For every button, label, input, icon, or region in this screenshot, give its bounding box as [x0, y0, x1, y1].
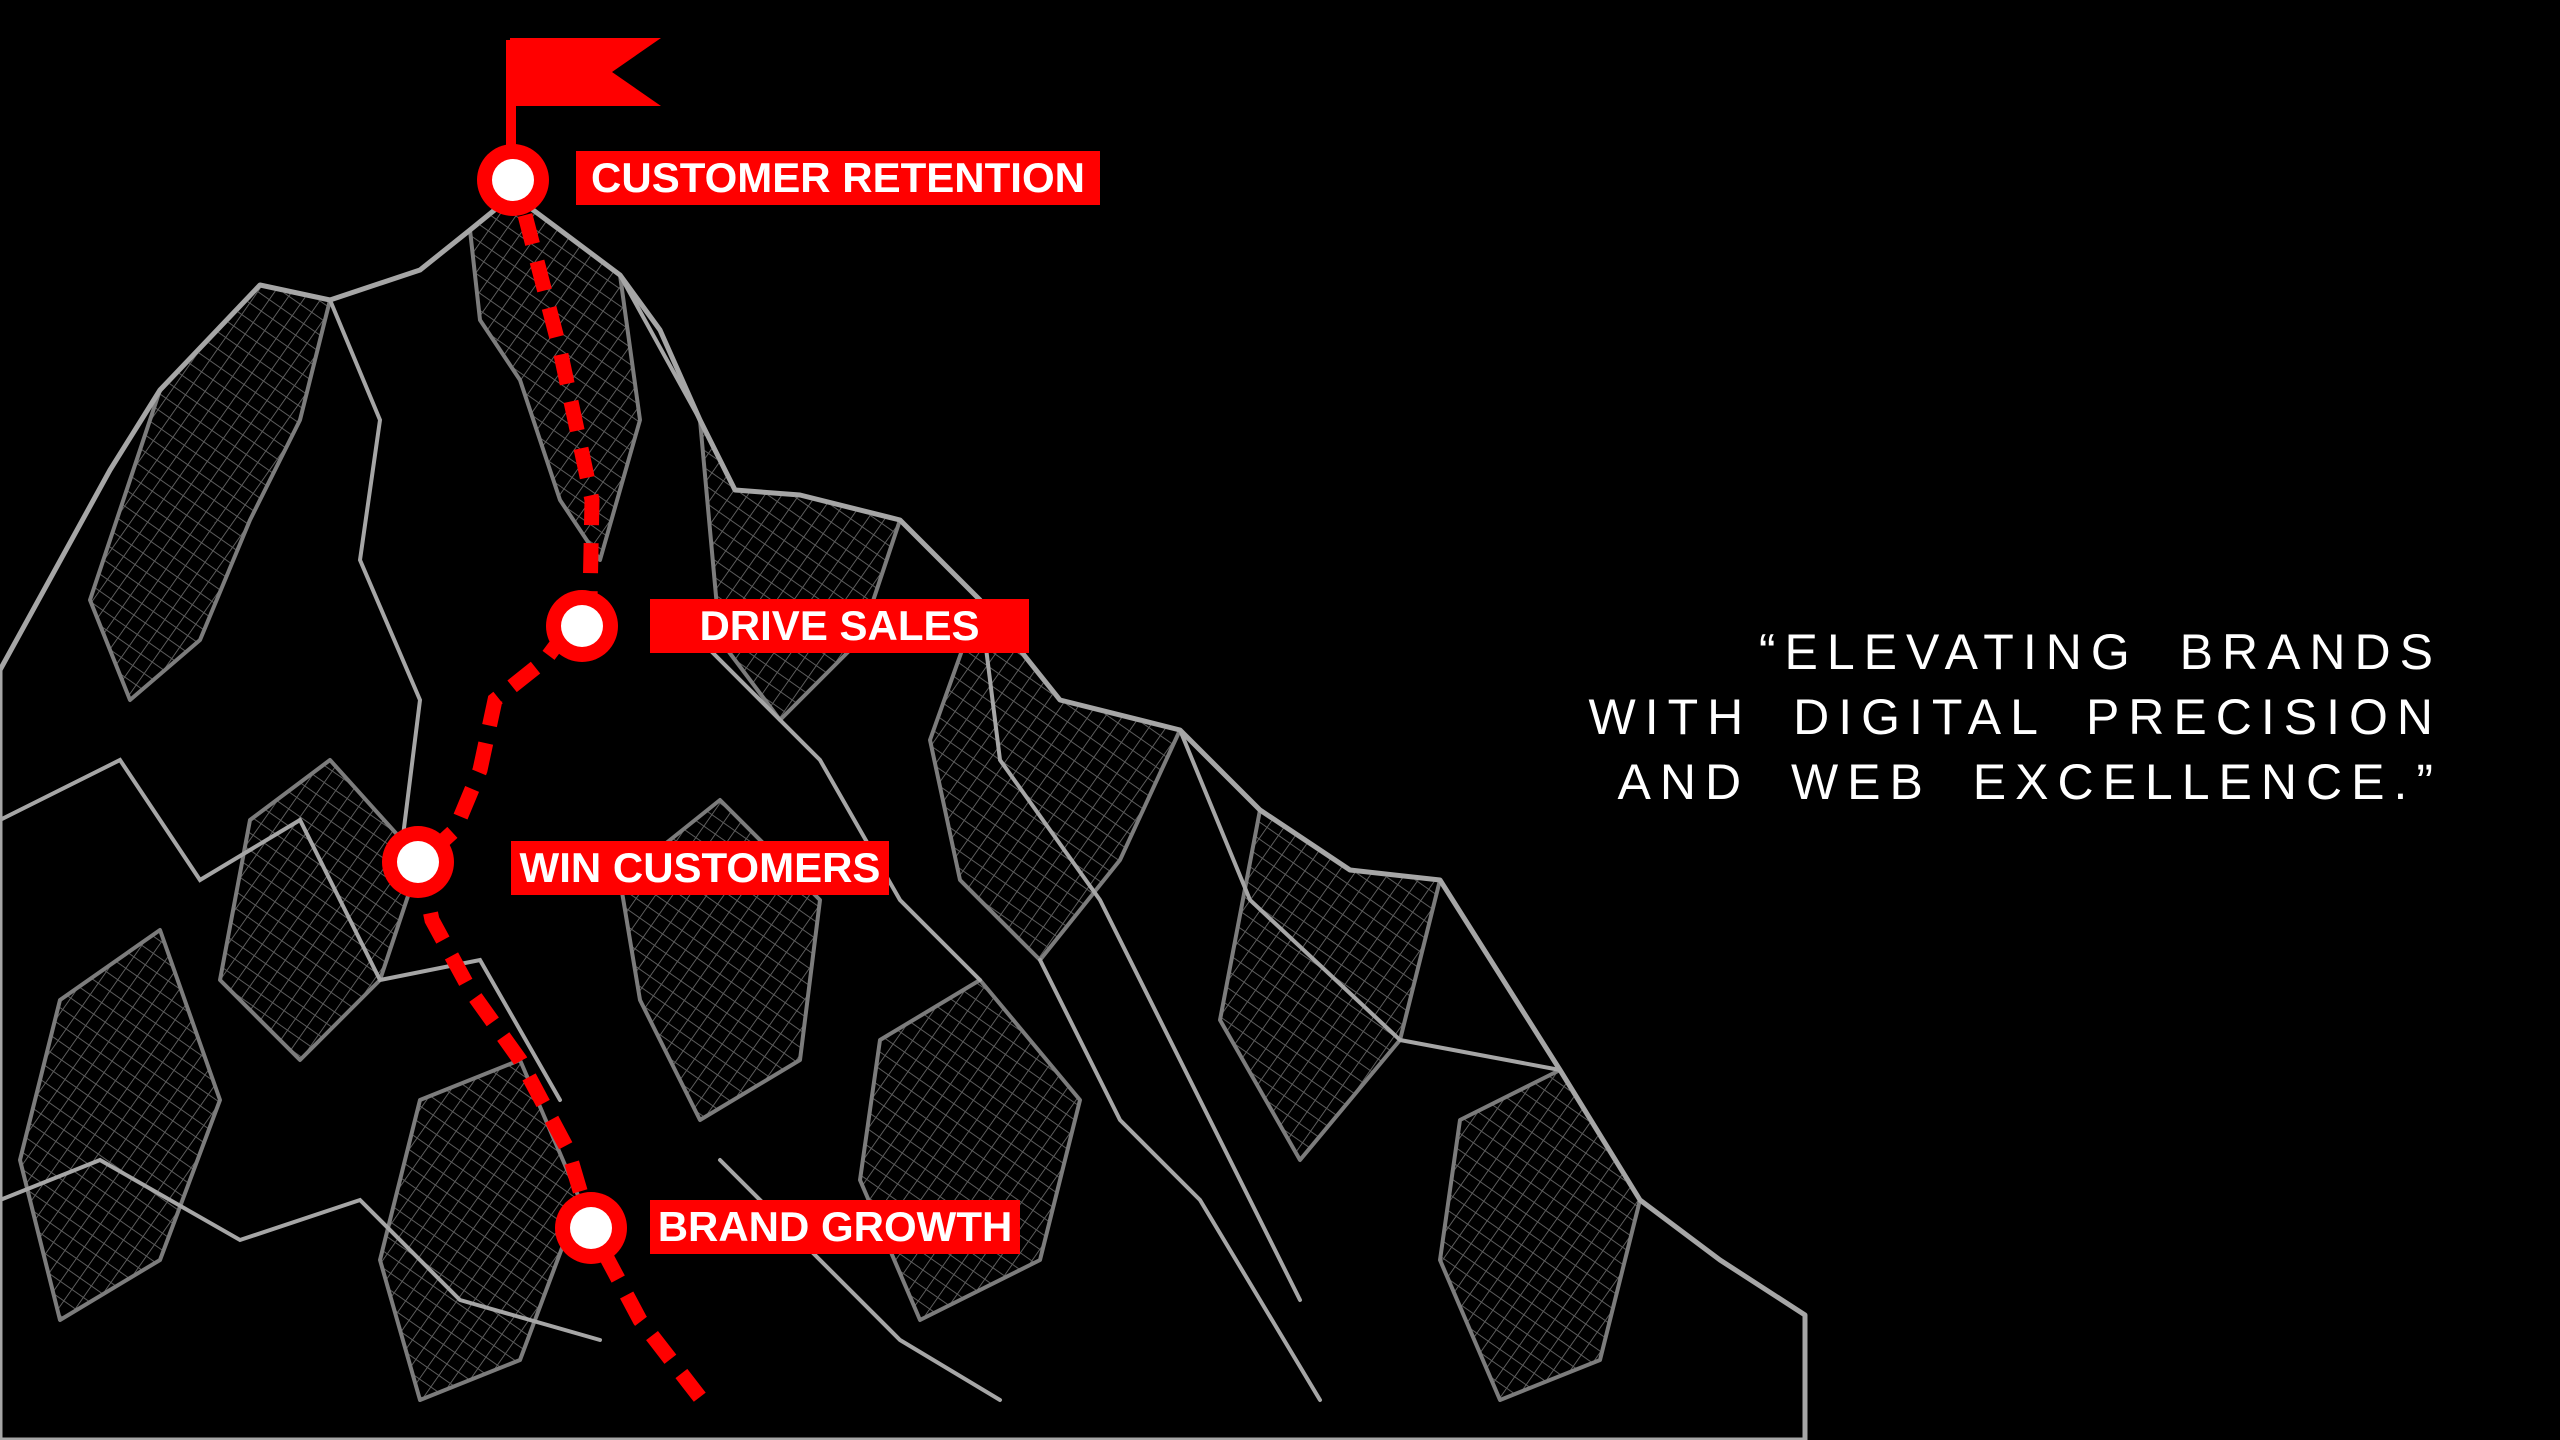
milestone-label-customer-retention: CUSTOMER RETENTION [576, 151, 1100, 205]
milestone-label-win-customers: WIN CUSTOMERS [511, 841, 889, 895]
quote-line: “ELEVATING BRANDS [1758, 624, 2442, 680]
milestone-marker-customer-retention [477, 144, 549, 216]
flag-icon [506, 38, 661, 180]
mountain-sketch [0, 192, 1808, 1440]
milestone-marker-drive-sales [546, 590, 618, 662]
tagline-quote: “ELEVATING BRANDS WITH DIGITAL PRECISION… [1589, 620, 2442, 815]
milestone-label-drive-sales: DRIVE SALES [650, 599, 1029, 653]
quote-line: AND WEB EXCELLENCE.” [1617, 754, 2442, 810]
milestone-marker-brand-growth [555, 1192, 627, 1264]
quote-line: WITH DIGITAL PRECISION [1588, 689, 2442, 745]
milestone-marker-win-customers [382, 826, 454, 898]
milestone-label-brand-growth: BRAND GROWTH [650, 1200, 1020, 1254]
